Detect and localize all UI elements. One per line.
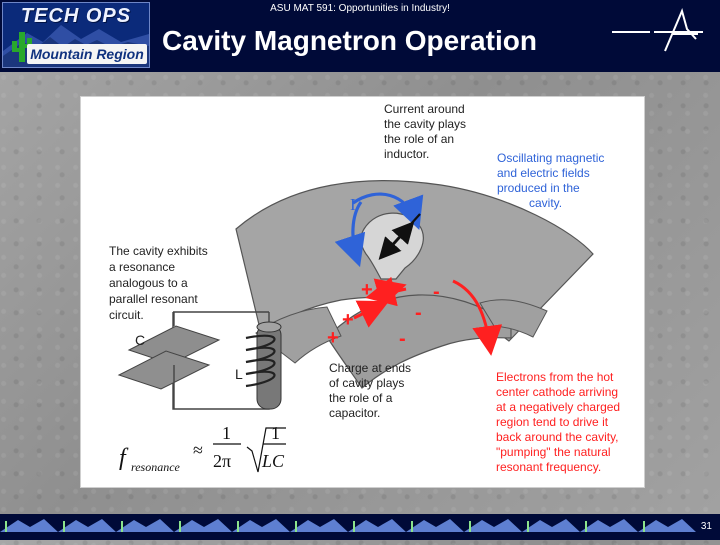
header-bar: TECH OPS Mountain Region ASU MAT 591: Op…: [0, 0, 720, 72]
diagram-panel: + + + - - - I Current around the cavity …: [80, 96, 645, 488]
fields-note-line: produced in the: [497, 181, 580, 195]
resonance-note-line: a resonance: [109, 260, 175, 274]
current-return-arrow: [334, 201, 366, 268]
right-vane: [479, 299, 548, 338]
capacitor-bottom-plate: [117, 350, 211, 390]
inductor-note-line: the cavity plays: [384, 117, 466, 131]
field-arrow-reverse: [383, 221, 415, 256]
current-arrow: [352, 192, 424, 230]
capacitor-note-line: the role of a: [329, 391, 393, 405]
delta-logo-icon: [612, 7, 703, 52]
electrons-note-line: center cathode arriving: [496, 385, 618, 399]
electrons-note-line: Electrons from the hot: [496, 370, 614, 384]
formula-numerator-b: 1: [271, 423, 280, 443]
formula-subscript: resonance: [131, 460, 181, 474]
course-label: ASU MAT 591: Opportunities in Industry!: [270, 3, 450, 14]
electrons-note-line: back around the cavity,: [496, 430, 619, 444]
minus-charge: -: [415, 302, 422, 324]
formula-numerator-a: 1: [222, 423, 231, 443]
tech-ops-logo: TECH OPS Mountain Region: [2, 2, 150, 68]
magnetron-diagram: + + + - - - I Current around the cavity …: [109, 102, 620, 474]
page-title: Cavity Magnetron Operation: [162, 25, 537, 56]
resonant-circuit-wire: [172, 311, 270, 410]
fields-note-line: cavity.: [529, 196, 562, 210]
electrons-note-line: region tend to drive it: [496, 415, 609, 429]
inductor-note-line: inductor.: [384, 147, 429, 161]
resonance-note-line: analogous to a: [109, 276, 188, 290]
inductor-note-line: the role of an: [384, 132, 454, 146]
minus-charge: -: [433, 281, 440, 303]
current-label: I: [350, 195, 356, 214]
logo-top-text: TECH OPS: [20, 5, 132, 27]
electron-return-arrow: [452, 279, 503, 356]
plus-charge: +: [327, 327, 339, 349]
inductor-label: L: [235, 366, 243, 382]
formula-approx: ≈: [193, 440, 203, 460]
inductor-coil: [245, 334, 276, 388]
electrons-note-line: resonant frequency.: [496, 460, 601, 474]
electrons-note-line: at a negatively charged: [496, 400, 620, 414]
fields-note-line: and electric fields: [497, 166, 590, 180]
logo-bottom-text: Mountain Region: [27, 44, 147, 64]
page-number: 31: [700, 521, 712, 532]
formula-f: f: [119, 445, 129, 471]
formula-two-pi: 2π: [213, 451, 231, 471]
plus-charge: +: [361, 279, 373, 301]
capacitor-note-line: Charge at ends: [329, 361, 411, 375]
resonance-note-line: circuit.: [109, 308, 144, 322]
plus-charge: +: [342, 309, 354, 331]
capacitor-label: C: [135, 332, 145, 348]
formula-lc: LC: [261, 451, 285, 471]
electrons-note-line: "pumping" the natural: [496, 445, 611, 459]
minus-charge: -: [399, 328, 406, 350]
inductor-note-line: Current around: [384, 102, 465, 116]
capacitor-note-line: of cavity plays: [329, 376, 404, 390]
circuit-arrow: [373, 278, 407, 308]
capacitor-note-line: capacitor.: [329, 406, 380, 420]
resonance-note-line: The cavity exhibits: [109, 244, 208, 258]
fields-note-line: Oscillating magnetic: [497, 151, 604, 165]
resonance-note-line: parallel resonant: [109, 292, 198, 306]
footer-pattern: [0, 519, 696, 532]
footer-bar: 31: [0, 514, 720, 540]
formula-root: [246, 427, 286, 473]
